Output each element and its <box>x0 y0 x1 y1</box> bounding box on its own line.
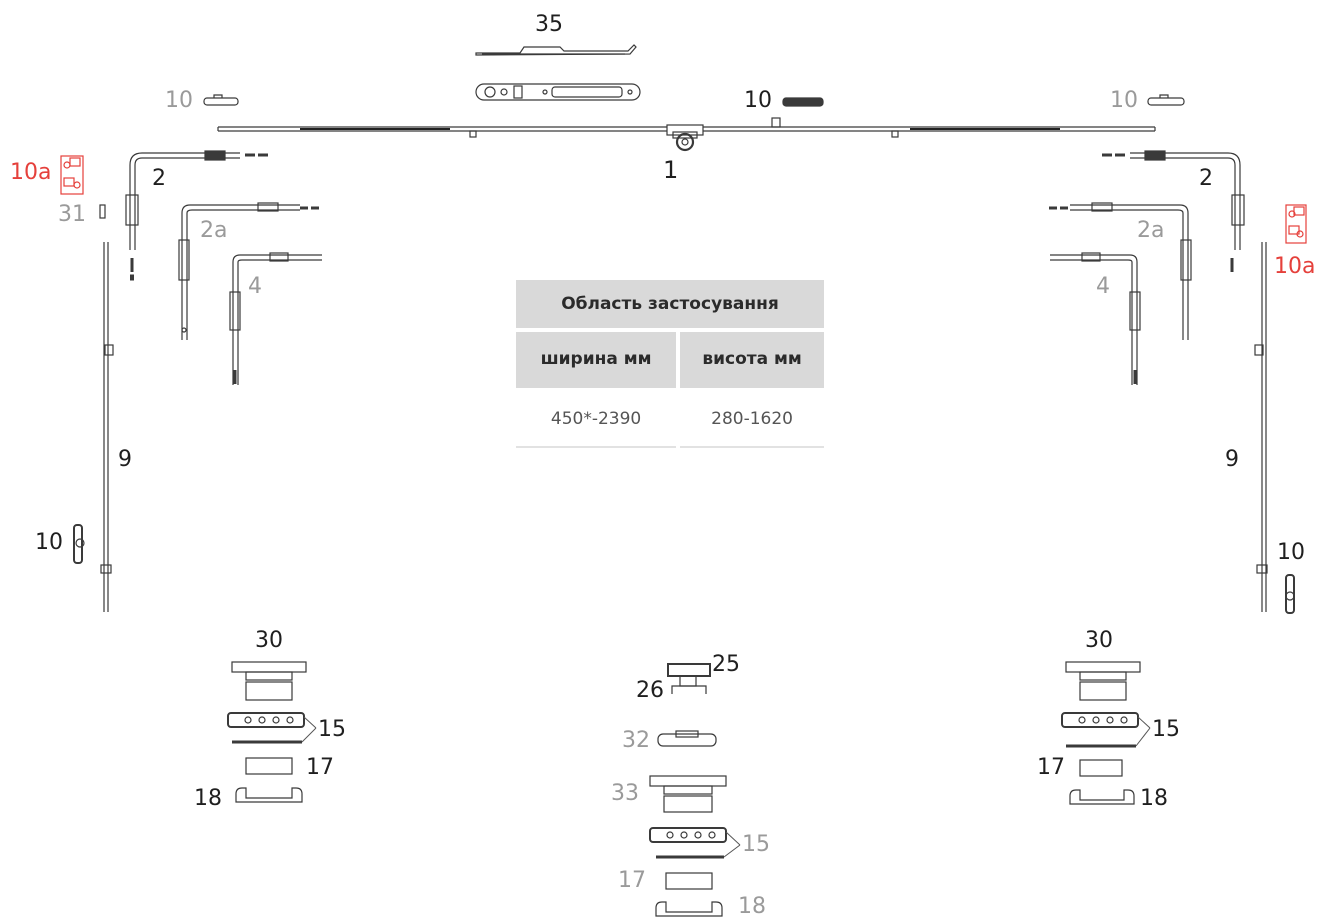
part-30-bearing-right <box>1065 661 1141 701</box>
part-4-corner-right <box>1050 252 1141 385</box>
label-18-center: 18 <box>738 894 766 919</box>
part-18-cover-left <box>235 787 303 803</box>
column-header-height: висота мм <box>680 332 824 388</box>
label-9-left: 9 <box>118 447 132 472</box>
part-4-corner-left <box>229 252 322 385</box>
label-10-top-center: 10 <box>744 88 772 113</box>
label-10-top-left: 10 <box>165 88 193 113</box>
part-2-corner-right <box>1102 150 1245 272</box>
label-4-right: 4 <box>1096 274 1110 299</box>
label-35: 35 <box>535 12 563 37</box>
part-35-plate <box>475 83 641 101</box>
value-height: 280-1620 <box>680 392 824 448</box>
part-9-vertical-right <box>1254 242 1268 612</box>
part-2a-corner-right <box>1049 202 1192 340</box>
part-10a-left-shape <box>60 155 84 195</box>
leader-lines <box>301 716 1151 858</box>
value-width: 450*-2390 <box>516 392 677 448</box>
part-17-cap-left <box>245 757 293 775</box>
part-33-bearing <box>649 775 727 813</box>
label-1: 1 <box>663 156 679 184</box>
part-10a-right-shape <box>1285 204 1307 244</box>
label-18-right: 18 <box>1140 786 1168 811</box>
part-15-hinge-left <box>227 712 305 728</box>
label-9-right: 9 <box>1225 447 1239 472</box>
label-2a-left: 2a <box>200 218 228 243</box>
label-10a-right: 10a <box>1274 254 1316 279</box>
part-18-cover-center <box>655 901 723 917</box>
part-2a-corner-left <box>178 202 319 340</box>
part-2-corner-left <box>125 150 268 281</box>
part-18-cover-right <box>1069 789 1135 805</box>
label-15-center: 15 <box>742 832 770 857</box>
part-31-shape <box>99 204 106 219</box>
part-10-side-right-shape <box>1285 574 1295 614</box>
application-range-table: Область застосування ширина мм висота мм… <box>512 276 828 452</box>
part-17-cap-center <box>665 872 713 890</box>
table-title: Область застосування <box>516 280 824 328</box>
label-10-side-left: 10 <box>35 530 63 555</box>
label-10-top-right: 10 <box>1110 88 1138 113</box>
part-10-side-left-shape <box>73 524 85 564</box>
label-15-right: 15 <box>1152 717 1180 742</box>
part-30-bearing-left <box>231 661 307 701</box>
label-17-left: 17 <box>306 755 334 780</box>
label-17-center: 17 <box>618 868 646 893</box>
part-15-hinge-right <box>1061 712 1139 728</box>
part-10-top-center-shape <box>782 97 824 107</box>
label-4-left: 4 <box>248 274 262 299</box>
label-31: 31 <box>58 202 86 227</box>
part-10-top-left-shape <box>203 94 239 106</box>
part-17-cap-right <box>1079 759 1123 777</box>
part-15-hinge-center <box>649 827 727 843</box>
part-1-gear-bar <box>217 117 1156 152</box>
label-15-left: 15 <box>318 717 346 742</box>
label-33: 33 <box>611 781 639 806</box>
part-32-strip <box>657 730 717 747</box>
label-30-right: 30 <box>1085 628 1113 653</box>
part-35-bar <box>475 44 637 56</box>
label-17-right: 17 <box>1037 755 1065 780</box>
part-9-vertical-left <box>100 242 114 612</box>
label-10-side-right: 10 <box>1277 540 1305 565</box>
part-25-26-bracket <box>667 663 711 694</box>
label-18-left: 18 <box>194 786 222 811</box>
label-26: 26 <box>636 678 664 703</box>
label-25: 25 <box>712 652 740 677</box>
part-10-top-right-shape <box>1147 94 1185 106</box>
column-header-width: ширина мм <box>516 332 677 388</box>
label-2-left: 2 <box>152 166 166 191</box>
label-10a-left: 10a <box>10 160 52 185</box>
label-2-right: 2 <box>1199 166 1213 191</box>
label-30-left: 30 <box>255 628 283 653</box>
label-2a-right: 2a <box>1137 218 1165 243</box>
label-32: 32 <box>622 728 650 753</box>
